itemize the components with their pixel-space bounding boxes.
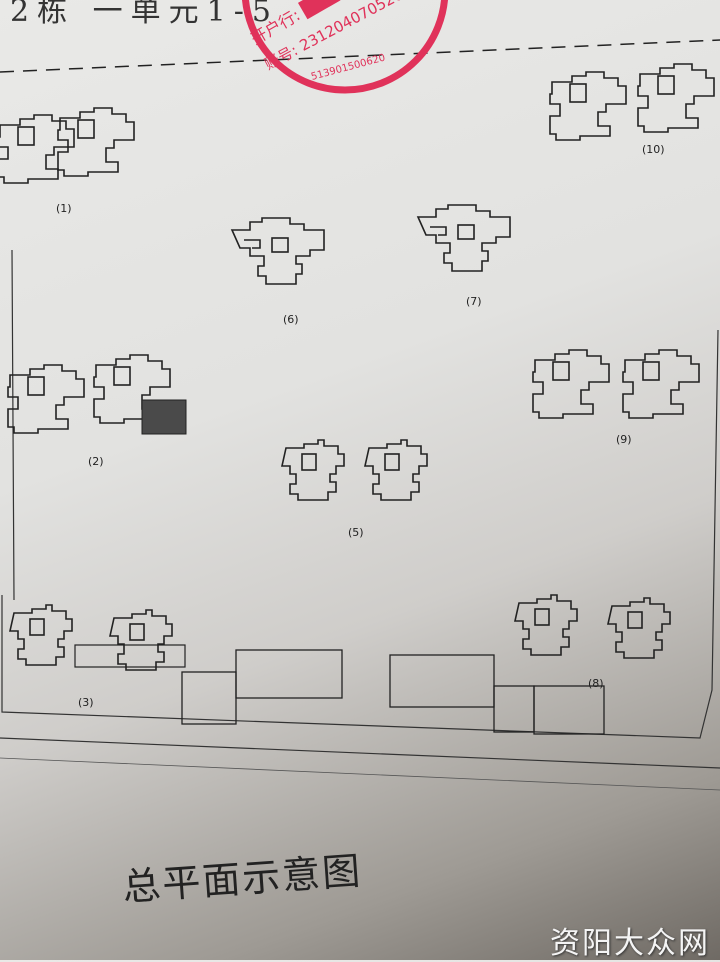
dashed-boundary-line [0,39,720,73]
building-label: (6) [283,313,299,326]
building-label: (9) [616,433,632,446]
building-6 [231,217,325,285]
header-partial-text: 2栋 一单元1-5 [10,0,279,29]
annex-blocks [181,649,605,735]
building-9 [532,349,700,419]
building-label: (10) [642,143,665,156]
building-8 [514,594,671,659]
building-2 [7,354,187,435]
building-1 [0,107,135,184]
building-label: (8) [588,677,604,690]
building-3 [9,604,186,671]
building-label: (1) [56,202,72,215]
building-label: (2) [88,455,104,468]
building-label: (3) [78,696,94,709]
building-label: (5) [348,526,364,539]
building-5 [281,439,428,501]
building-10 [549,63,715,141]
building-7 [417,204,511,272]
building-label: (7) [466,295,482,308]
watermark: 资阳大众网 [550,926,710,961]
